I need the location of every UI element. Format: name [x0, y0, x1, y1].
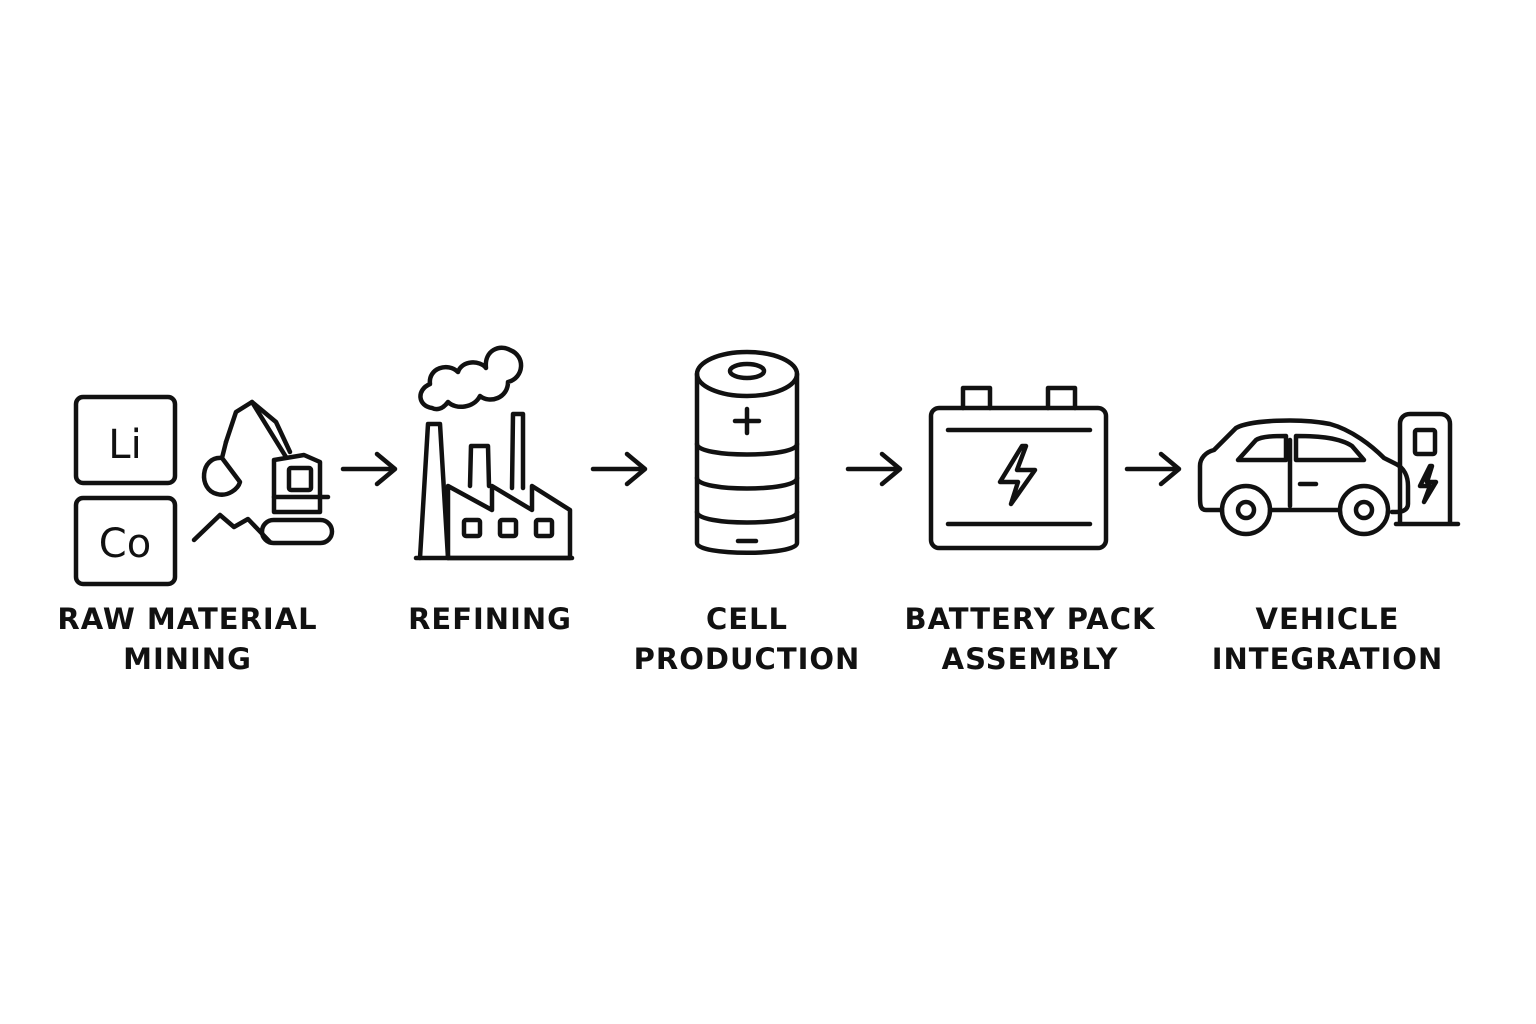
step-label-line: RAW MATERIAL [57, 602, 318, 636]
step-label-line: ASSEMBLY [941, 642, 1119, 676]
step-label-raw-material-mining: RAW MATERIAL MINING [40, 599, 335, 679]
excavator-icon [191, 399, 335, 546]
arrow-icon [590, 451, 648, 487]
arrow-icon [845, 451, 903, 487]
element-tiles-icon: Li Co [73, 394, 178, 587]
battery-pack-icon [928, 385, 1109, 551]
step-label-vehicle-integration: VEHICLE INTEGRATION [1190, 599, 1465, 679]
step-label-line: MINING [123, 642, 252, 676]
arrow-icon [340, 451, 398, 487]
step-label-line: BATTERY PACK [904, 602, 1156, 636]
step-label-line: VEHICLE [1255, 602, 1400, 636]
charging-station-icon [1393, 411, 1461, 527]
step-label-cell-production: CELL PRODUCTION [617, 599, 877, 679]
arrow-icon [1124, 451, 1182, 487]
battery-cell-icon [694, 349, 800, 555]
step-label-refining: REFINING [370, 599, 610, 639]
lithium-symbol: Li [108, 422, 141, 468]
step-label-line: CELL [705, 602, 789, 636]
step-label-line: REFINING [408, 602, 572, 636]
step-label-line: PRODUCTION [633, 642, 861, 676]
step-label-battery-pack-assembly: BATTERY PACK ASSEMBLY [885, 599, 1175, 679]
electric-car-icon [1197, 418, 1411, 537]
cobalt-symbol: Co [99, 521, 151, 567]
step-label-line: INTEGRATION [1211, 642, 1444, 676]
factory-icon [413, 345, 575, 561]
